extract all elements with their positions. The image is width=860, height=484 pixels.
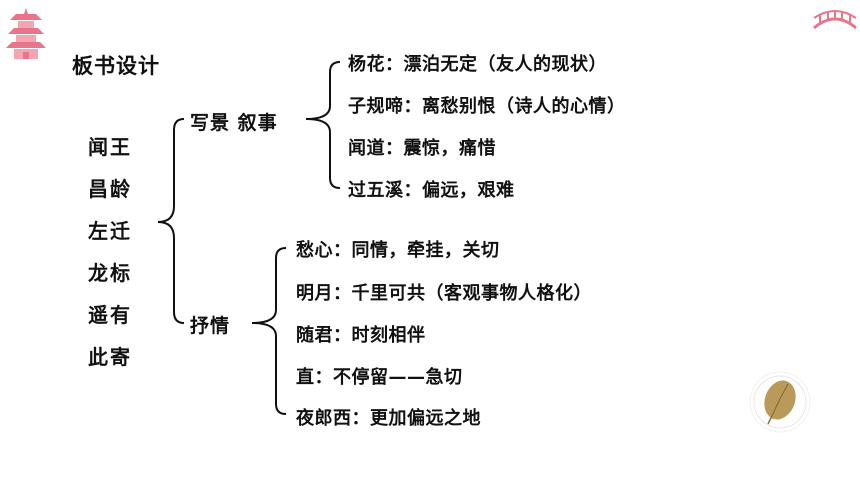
section1-item: 杨花：漂泊无定（友人的现状） [348,54,607,75]
section1-item: 子规啼：离愁别恨（诗人的心情） [348,96,626,117]
poem-line: 闻王 [88,135,132,159]
poem-line: 此寄 [88,345,132,369]
section2-item: 直：不停留——急切 [296,367,463,388]
section2-item: 愁心：同情，牵挂，关切 [296,240,500,261]
section2-brace [251,247,287,415]
section1-item: 过五溪：偏远，艰难 [348,180,515,201]
slide-title: 板书设计 [72,54,160,78]
section2-item: 随君：时刻相伴 [296,325,426,346]
pagoda-icon [6,6,46,66]
section2-item: 夜郎西：更加偏远之地 [296,408,481,429]
poem-title-column: 闻王 昌龄 左迁 龙标 遥有 此寄 [88,132,132,384]
section1-label: 写景 叙事 [190,112,278,134]
poem-line: 左迁 [88,219,132,243]
section1-item: 闻道：震惊，痛惜 [348,138,496,159]
poem-line: 昌龄 [88,177,132,201]
section2-label: 抒情 [190,315,231,337]
poem-line: 龙标 [88,261,132,285]
section1-brace [305,61,341,189]
section2-item: 明月：千里可共（客观事物人格化） [296,283,592,304]
bridge-icon [812,6,858,34]
leaf-icon [748,368,818,442]
poem-line: 遥有 [88,303,132,327]
main-brace [157,118,185,324]
